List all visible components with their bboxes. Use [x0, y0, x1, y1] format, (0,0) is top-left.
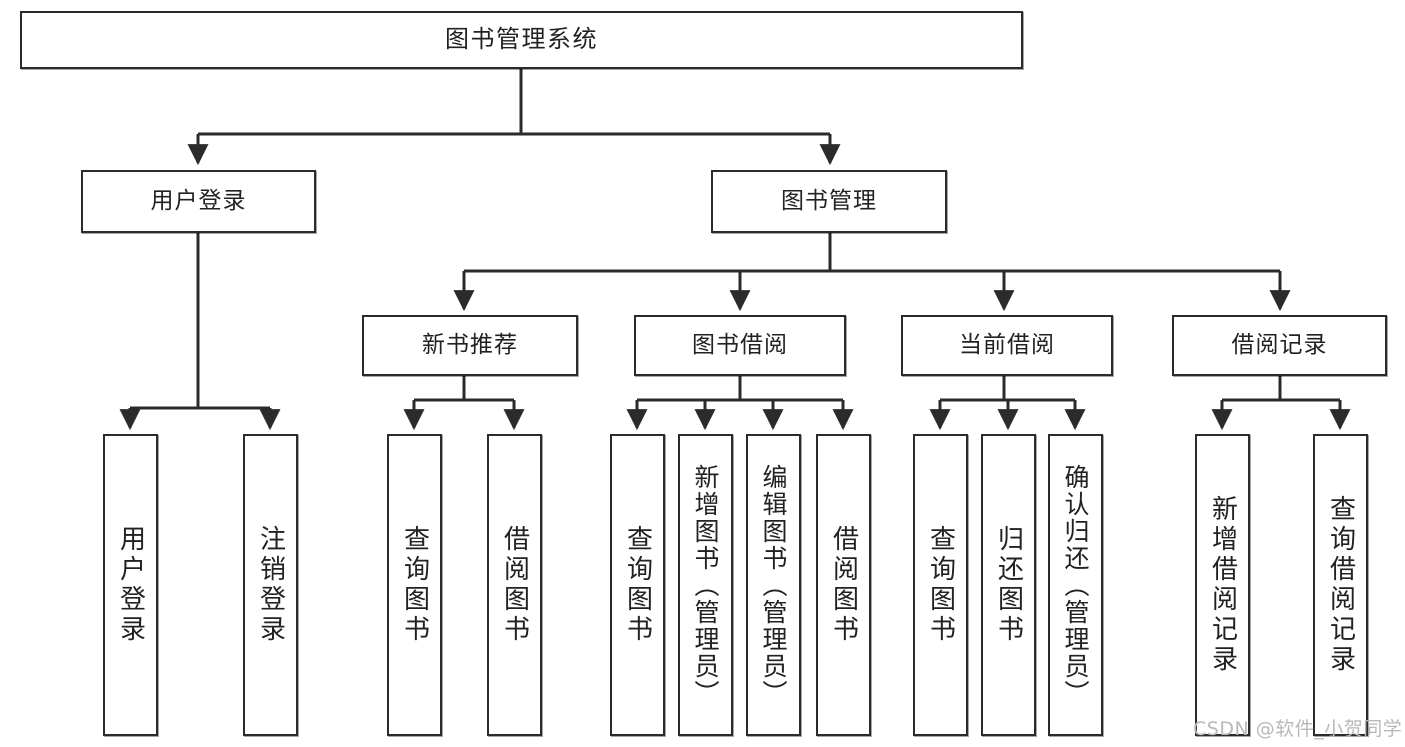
node-user-login[interactable]: 用户登录	[81, 170, 316, 233]
node-leaf-query-book-2-label: 查询图书	[622, 525, 653, 645]
node-leaf-query-record-label: 查询借阅记录	[1325, 495, 1356, 675]
node-leaf-confirm-return[interactable]: 确认归还（管理员）	[1048, 434, 1103, 736]
node-leaf-query-book-3[interactable]: 查询图书	[913, 434, 968, 736]
node-leaf-user-login-label: 用户登录	[115, 525, 146, 645]
node-new-book-recommend-label: 新书推荐	[422, 332, 518, 359]
node-root-label: 图书管理系统	[445, 25, 598, 54]
node-borrow-record-label: 借阅记录	[1231, 332, 1328, 359]
node-leaf-borrow-book-1-label: 借阅图书	[499, 525, 530, 645]
node-leaf-edit-book-label: 编辑图书（管理员）	[759, 463, 788, 707]
node-book-manage[interactable]: 图书管理	[711, 170, 947, 233]
node-leaf-query-book-2[interactable]: 查询图书	[610, 434, 665, 736]
node-book-borrow-label: 图书借阅	[692, 332, 788, 359]
node-current-borrow[interactable]: 当前借阅	[901, 315, 1113, 376]
node-leaf-edit-book[interactable]: 编辑图书（管理员）	[746, 434, 801, 736]
node-leaf-query-book-1[interactable]: 查询图书	[387, 434, 442, 736]
node-current-borrow-label: 当前借阅	[959, 332, 1055, 359]
node-leaf-add-book-label: 新增图书（管理员）	[691, 463, 720, 707]
node-leaf-user-login[interactable]: 用户登录	[103, 434, 158, 736]
csdn-watermark: CSDN @软件_小贺同学	[1193, 718, 1403, 740]
node-new-book-recommend[interactable]: 新书推荐	[362, 315, 578, 376]
node-borrow-record[interactable]: 借阅记录	[1172, 315, 1387, 376]
node-leaf-add-record-label: 新增借阅记录	[1207, 495, 1238, 675]
node-leaf-borrow-book-1[interactable]: 借阅图书	[487, 434, 542, 736]
node-leaf-query-book-3-label: 查询图书	[925, 525, 956, 645]
node-book-borrow[interactable]: 图书借阅	[634, 315, 846, 376]
node-leaf-return-book[interactable]: 归还图书	[981, 434, 1036, 736]
node-leaf-logout-label: 注销登录	[255, 525, 286, 645]
node-leaf-confirm-return-label: 确认归还（管理员）	[1061, 463, 1090, 707]
node-leaf-borrow-book-2-label: 借阅图书	[828, 525, 859, 645]
node-leaf-query-record[interactable]: 查询借阅记录	[1313, 434, 1368, 736]
node-user-login-label: 用户登录	[150, 188, 247, 215]
node-leaf-add-record[interactable]: 新增借阅记录	[1195, 434, 1250, 736]
node-leaf-borrow-book-2[interactable]: 借阅图书	[816, 434, 871, 736]
node-leaf-add-book[interactable]: 新增图书（管理员）	[678, 434, 733, 736]
node-leaf-logout[interactable]: 注销登录	[243, 434, 298, 736]
node-book-manage-label: 图书管理	[781, 188, 877, 215]
node-leaf-query-book-1-label: 查询图书	[399, 525, 430, 645]
node-leaf-return-book-label: 归还图书	[993, 525, 1024, 645]
node-root[interactable]: 图书管理系统	[20, 11, 1023, 69]
